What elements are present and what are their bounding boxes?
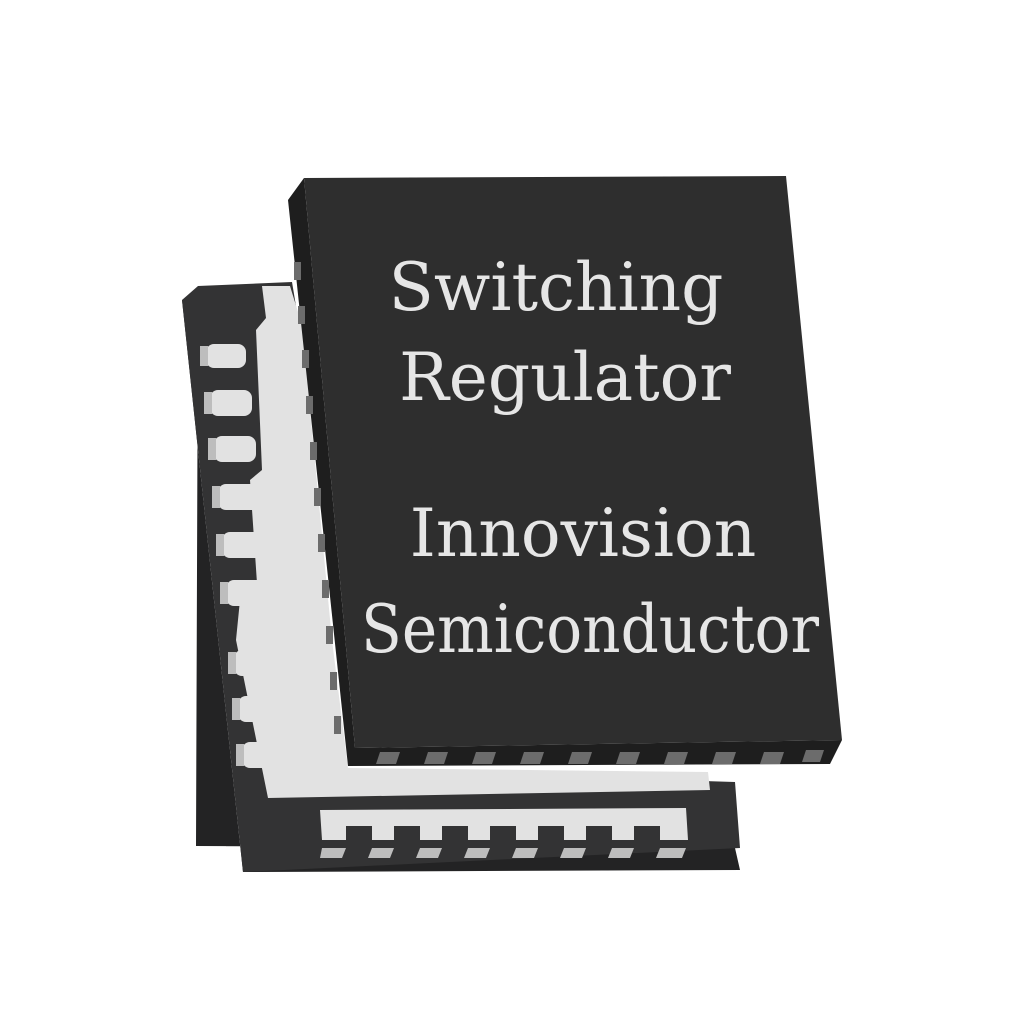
left-pad-tip xyxy=(228,652,236,674)
bottom-chip-bottom-pad-tips xyxy=(320,848,686,858)
chip-label-line-1: Switching xyxy=(389,249,724,326)
left-lead xyxy=(310,442,317,460)
left-pad-tip xyxy=(208,438,216,460)
bottom-lead xyxy=(712,752,736,764)
left-lead xyxy=(322,580,329,598)
left-pad xyxy=(238,696,278,722)
left-pad xyxy=(210,390,252,416)
bottom-lead xyxy=(760,752,784,764)
bottom-lead xyxy=(568,752,592,764)
bottom-pad-tip xyxy=(560,848,586,858)
bottom-pad-tip xyxy=(512,848,538,858)
left-pad-tip xyxy=(220,582,228,604)
bottom-chip xyxy=(182,282,740,872)
top-chip-bottom-leads xyxy=(376,750,824,764)
left-pad-tip xyxy=(232,698,240,720)
left-pad xyxy=(222,532,266,558)
bottom-pad-tip xyxy=(656,848,686,858)
chip-label-line-2: Regulator xyxy=(399,339,731,416)
bottom-pad-tip xyxy=(368,848,394,858)
left-pad-tip xyxy=(236,744,244,766)
left-pad-tip xyxy=(200,346,208,366)
left-pad xyxy=(218,484,262,510)
bottom-lead xyxy=(664,752,688,764)
chip-label-line-3: Innovision xyxy=(410,495,756,572)
left-pad-tip xyxy=(204,392,212,414)
left-lead xyxy=(318,534,325,552)
top-chip-edge xyxy=(288,178,842,766)
left-lead xyxy=(298,306,305,324)
left-pad xyxy=(242,742,280,768)
bottom-chip-thermal-pad xyxy=(236,286,710,798)
top-chip-left-leads xyxy=(294,262,341,734)
bottom-lead xyxy=(616,752,640,764)
left-lead xyxy=(294,262,301,280)
bottom-lead xyxy=(520,752,544,764)
left-pad-tip xyxy=(216,534,224,556)
left-pad xyxy=(226,580,270,606)
bottom-pad-tip xyxy=(320,848,346,858)
bottom-lead xyxy=(802,750,824,762)
left-lead xyxy=(314,488,321,506)
bottom-pad-tip xyxy=(608,848,634,858)
left-lead xyxy=(302,350,309,368)
top-chip: Switching Regulator Innovision Semicondu… xyxy=(288,176,842,766)
top-chip-body xyxy=(304,176,842,748)
chip-label-line-4: Semiconductor xyxy=(361,591,819,668)
left-lead xyxy=(334,716,341,734)
left-pad xyxy=(234,650,274,676)
left-lead xyxy=(330,672,337,690)
left-lead xyxy=(306,396,313,414)
bottom-lead xyxy=(472,752,496,764)
bottom-chip-bottom-pads xyxy=(320,808,688,840)
bottom-chip-left-pads xyxy=(206,344,280,768)
bottom-chip-left-pad-tips xyxy=(200,346,244,766)
bottom-lead xyxy=(376,752,400,764)
left-pad-tip xyxy=(212,486,220,508)
left-lead xyxy=(326,626,333,644)
bottom-lead xyxy=(424,752,448,764)
bottom-pad-tip xyxy=(464,848,490,858)
left-pad xyxy=(214,436,256,462)
left-pad xyxy=(206,344,246,368)
bottom-pad-tip xyxy=(416,848,442,858)
